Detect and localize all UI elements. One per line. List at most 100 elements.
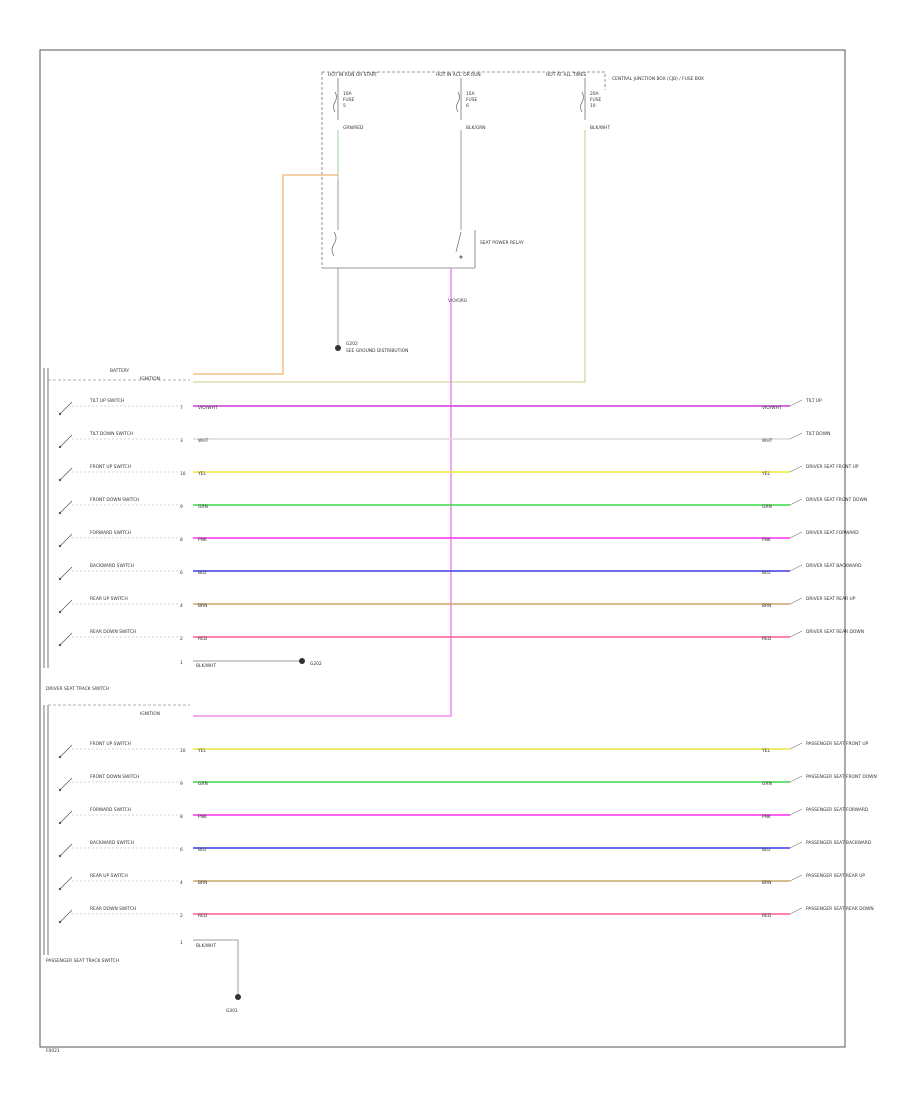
driver-contact-dot (58, 445, 62, 449)
passenger-terminal (789, 742, 803, 750)
passenger-wire-label-right: RED (762, 913, 772, 919)
driver-wire-label: VIO/WHT (198, 405, 218, 411)
passenger-wire-label: BLU (198, 847, 206, 853)
passenger-terminal-label: PASSENGER SEAT BACKWARD (806, 840, 872, 846)
passenger-wire-label: YEL (197, 748, 206, 754)
driver-terminal-label: TILT DOWN (805, 431, 830, 437)
driver-wire-label-right: BLU (762, 570, 770, 576)
relay-label: SEAT POWER RELAY (480, 240, 524, 246)
passenger-pin: 4 (180, 880, 183, 886)
driver-terminal-label: DRIVER SEAT FORWARD (806, 530, 859, 536)
driver-switch-label: FRONT UP SWITCH (90, 464, 131, 470)
jb-boundary-top (322, 71, 606, 90)
driver-supply-mid: IGNITION (140, 376, 160, 382)
driver-contact (59, 599, 73, 613)
passenger-contact-dot (58, 788, 62, 792)
passenger-ground-pin: 1 (180, 940, 183, 946)
driver-row: FORWARD SWITCH 8 PNK PNK DRIVER SEAT FORWARD (58, 530, 859, 548)
passenger-wire-label: BRN (198, 880, 207, 886)
passenger-wire-label: GRN (198, 781, 208, 787)
driver-pin: 2 (180, 636, 183, 642)
seat-power-relay: SEAT POWER RELAY (331, 231, 524, 259)
ground-upper: G202 SEE GROUND DISTRIBUTION (335, 341, 408, 354)
passenger-contact (59, 777, 73, 791)
driver-terminal-label: DRIVER SEAT FRONT DOWN (806, 497, 867, 503)
diagram-border (39, 49, 846, 1048)
fuse-3-feed-wire (193, 130, 586, 383)
driver-switch-label: FRONT DOWN SWITCH (90, 497, 139, 503)
driver-wire-label: BLU (198, 570, 206, 576)
driver-wire-label-right: BRN (762, 603, 771, 609)
fuse-1-label: FUSE (343, 97, 355, 103)
passenger-contact-dot (58, 920, 62, 924)
driver-wire-label-right: PNK (762, 537, 771, 543)
passenger-pin: 2 (180, 913, 183, 919)
driver-wire-label: RED (198, 636, 208, 642)
driver-terminal-label: DRIVER SEAT FRONT UP (806, 464, 859, 470)
passenger-contact (59, 843, 73, 857)
driver-switch-label: FORWARD SWITCH (90, 530, 131, 536)
driver-wire-label: BRN (198, 603, 207, 609)
driver-contact (59, 533, 73, 547)
driver-terminal (789, 597, 803, 605)
passenger-wire-label-right: BLU (762, 847, 770, 853)
passenger-wire-label: PNK (198, 814, 207, 820)
passenger-switch-label: FORWARD SWITCH (90, 807, 131, 813)
driver-pin: 10 (180, 471, 186, 477)
driver-contact (59, 434, 73, 448)
driver-ground-id: G202 (310, 661, 322, 667)
driver-contact-dot (58, 610, 62, 614)
fuse-1-num: 5 (343, 103, 346, 109)
passenger-terminal (789, 907, 803, 915)
driver-wire-label-right: WHT (762, 438, 773, 444)
driver-wire-label-right: YEL (761, 471, 770, 477)
driver-terminal (789, 564, 803, 572)
driver-pin: 8 (180, 537, 183, 543)
fuse-3-rating: 20A (590, 91, 599, 97)
driver-terminal-label: DRIVER SEAT REAR UP (806, 596, 856, 602)
driver-ground-wire: BLK/WHT (196, 663, 216, 669)
passenger-switch-label: BACKWARD SWITCH (90, 840, 134, 846)
ground-upper-label: SEE GROUND DISTRIBUTION (346, 348, 408, 354)
passenger-switch-label: FRONT UP SWITCH (90, 741, 131, 747)
jb-label: CENTRAL JUNCTION BOX (CJB) / FUSE BOX (612, 76, 704, 82)
passenger-pin: 8 (180, 814, 183, 820)
driver-ground-pin: 1 (180, 660, 183, 666)
driver-row: FRONT UP SWITCH 10 YEL YEL DRIVER SEAT FRONT… (58, 464, 859, 482)
passenger-wire-label-right: YEL (761, 748, 770, 754)
fuse-2: 15A FUSE 6 BLK/GRN (456, 78, 486, 131)
passenger-panel-title: PASSENGER SEAT TRACK SWITCH (46, 958, 119, 964)
passenger-contact-dot (58, 887, 62, 891)
driver-switch-label: BACKWARD SWITCH (90, 563, 134, 569)
passenger-pin: 9 (180, 781, 183, 787)
driver-contact-dot (58, 511, 62, 515)
driver-terminal-label: DRIVER SEAT BACKWARD (806, 563, 862, 569)
driver-terminal-label: DRIVER SEAT REAR DOWN (806, 629, 864, 635)
passenger-contact (59, 876, 73, 890)
fuse-header-3: HOT AT ALL TIMES (546, 72, 586, 78)
fuse-header-1: HOT IN RUN OR START (328, 72, 378, 78)
battery-feed-wire (193, 174, 338, 375)
passenger-terminal-label: PASSENGER SEAT FRONT DOWN (806, 774, 877, 780)
driver-panel-title: DRIVER SEAT TRACK SWITCH (46, 686, 109, 692)
passenger-contact-dot (58, 821, 62, 825)
passenger-supply: IGNITION (140, 711, 160, 717)
fuse-header-2: HOT IN ACC OR RUN (436, 72, 481, 78)
driver-contact (59, 566, 73, 580)
passenger-ground-wire: BLK/WHT (196, 943, 216, 949)
driver-wire-label: YEL (197, 471, 206, 477)
passenger-wire-label: RED (198, 913, 208, 919)
driver-wire-label: PNK (198, 537, 207, 543)
passenger-contact (59, 909, 73, 923)
